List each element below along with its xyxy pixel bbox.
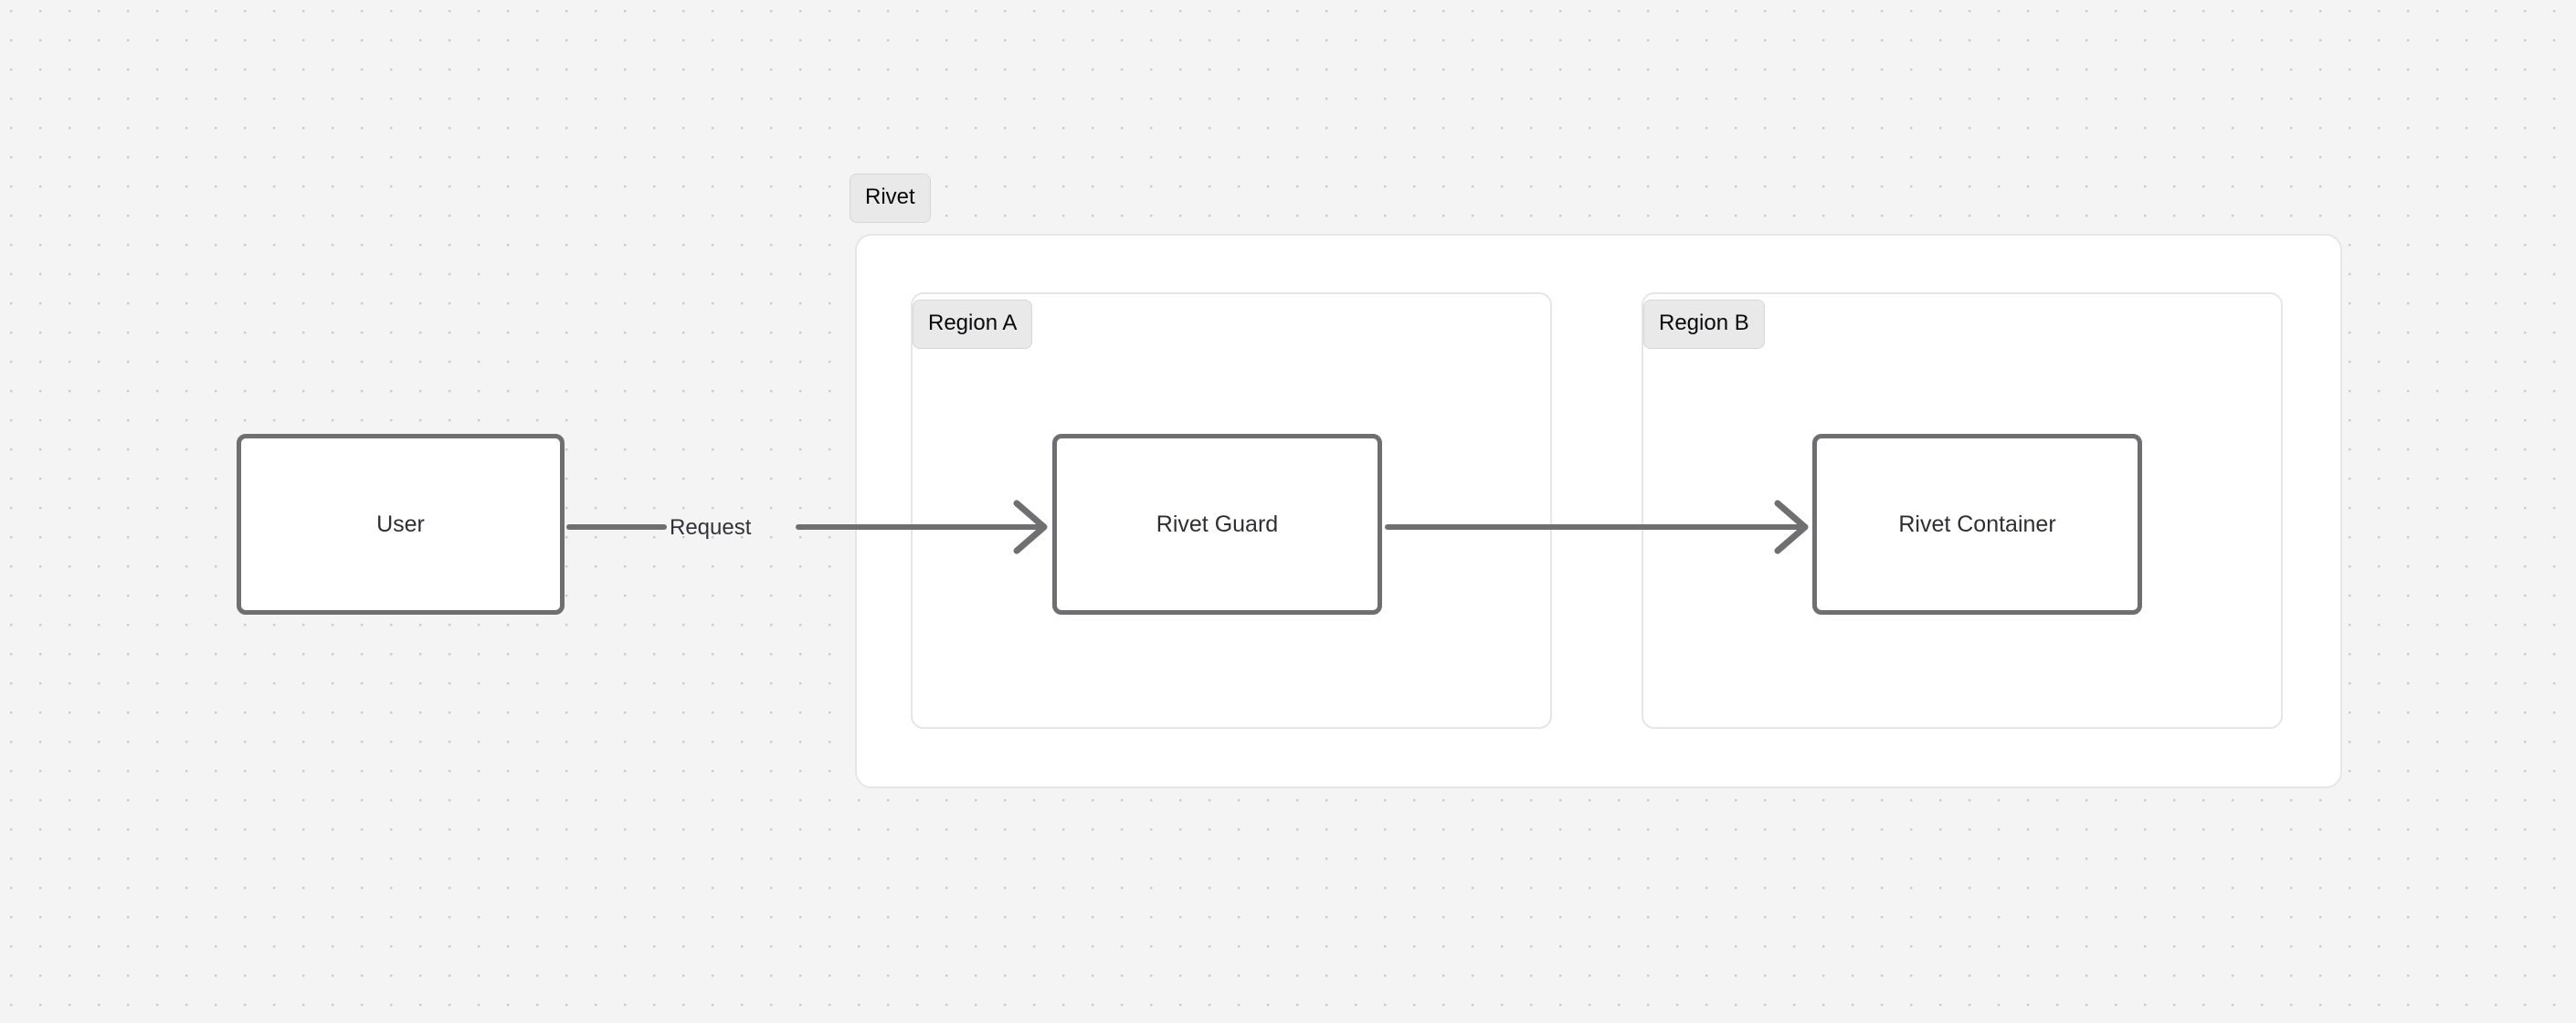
group-label-rivet[interactable]: Rivet (850, 174, 931, 223)
node-rivet-guard-label: Rivet Guard (1156, 511, 1279, 537)
node-rivet-container-label: Rivet Container (1898, 511, 2056, 537)
group-label-region-b[interactable]: Region B (1643, 300, 1765, 349)
node-rivet-guard[interactable]: Rivet Guard (1052, 434, 1382, 615)
group-label-region-a[interactable]: Region A (913, 300, 1033, 349)
node-rivet-container[interactable]: Rivet Container (1812, 434, 2142, 615)
node-user-label: User (376, 511, 425, 537)
edge-label-request: Request (670, 515, 752, 540)
node-user[interactable]: User (237, 434, 565, 615)
